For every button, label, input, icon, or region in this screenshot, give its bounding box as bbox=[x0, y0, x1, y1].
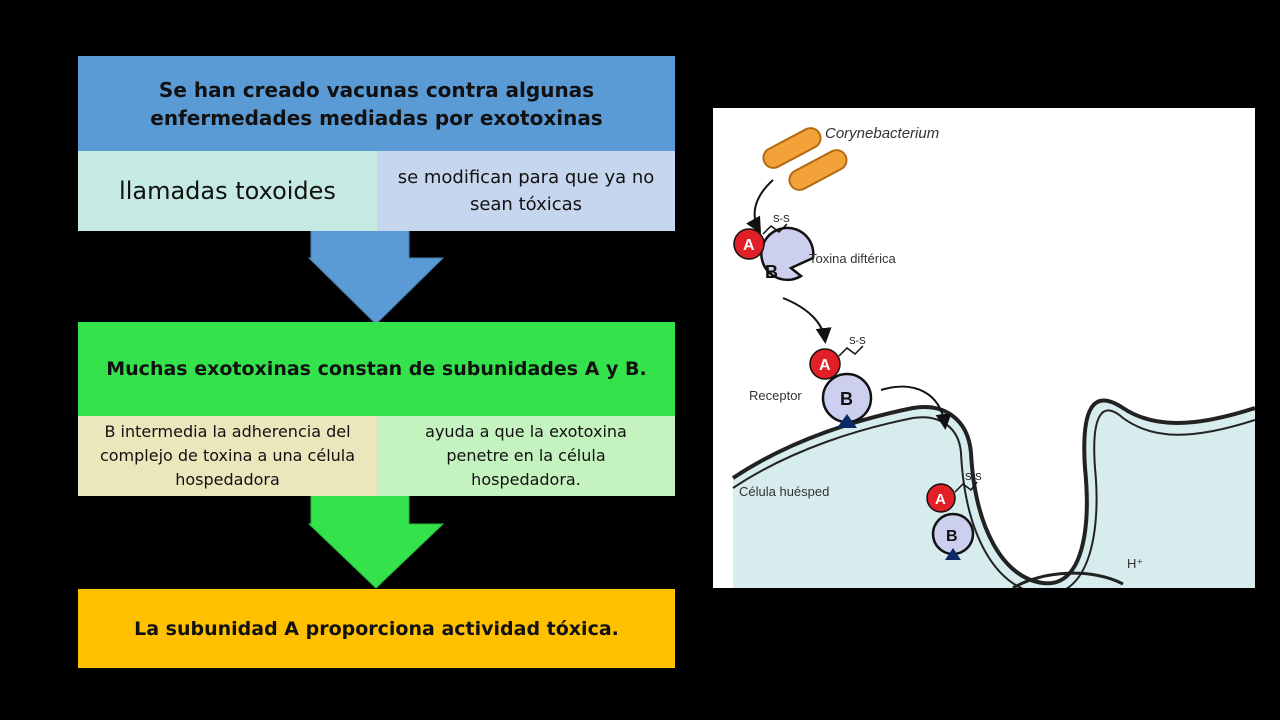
toxoids-description: se modifican para que ya no sean tóxicas bbox=[377, 151, 675, 231]
svg-text:B: B bbox=[946, 528, 958, 545]
receptor-label: Receptor bbox=[749, 388, 802, 403]
toxin-molecule-1: A B S-S bbox=[733, 214, 815, 282]
host-cell-label: Célula huésped bbox=[739, 484, 829, 499]
vaccine-header: Se han creado vacunas contra algunas enf… bbox=[78, 56, 675, 151]
hydrogen-ion-label: H⁺ bbox=[1127, 556, 1143, 571]
svg-text:S-S: S-S bbox=[773, 214, 790, 225]
svg-text:A: A bbox=[935, 491, 946, 508]
svg-text:A: A bbox=[743, 237, 755, 254]
toxin-illustration: Corynebacterium A B S-S Toxina diftérica… bbox=[713, 108, 1255, 588]
toxin-molecule-2: A B S-S bbox=[809, 336, 873, 428]
subunit-b-description: B intermedia la adherencia del complejo … bbox=[78, 416, 377, 496]
cell-membrane bbox=[731, 398, 1255, 586]
subunits-header: Muchas exotoxinas constan de subunidades… bbox=[78, 322, 675, 416]
svg-text:A: A bbox=[819, 357, 831, 374]
host-cell bbox=[733, 400, 1255, 588]
subunit-a-box: La subunidad A proporciona actividad tóx… bbox=[78, 589, 675, 668]
subunit-penetration-description: ayuda a que la exotoxina penetre en la c… bbox=[377, 416, 675, 496]
toxin-label: Toxina diftérica bbox=[809, 251, 896, 266]
svg-text:B: B bbox=[840, 389, 853, 409]
svg-text:S-S: S-S bbox=[965, 472, 982, 483]
svg-text:B: B bbox=[765, 262, 778, 282]
down-arrow-blue bbox=[307, 228, 445, 325]
bacteria-icon bbox=[762, 127, 848, 191]
toxoids-label: llamadas toxoides bbox=[78, 151, 377, 231]
bacterium-label: Corynebacterium bbox=[825, 125, 939, 142]
toxin-molecule-3: A B S-S bbox=[926, 472, 982, 560]
down-arrow-green bbox=[307, 494, 445, 589]
svg-text:S-S: S-S bbox=[849, 336, 866, 347]
